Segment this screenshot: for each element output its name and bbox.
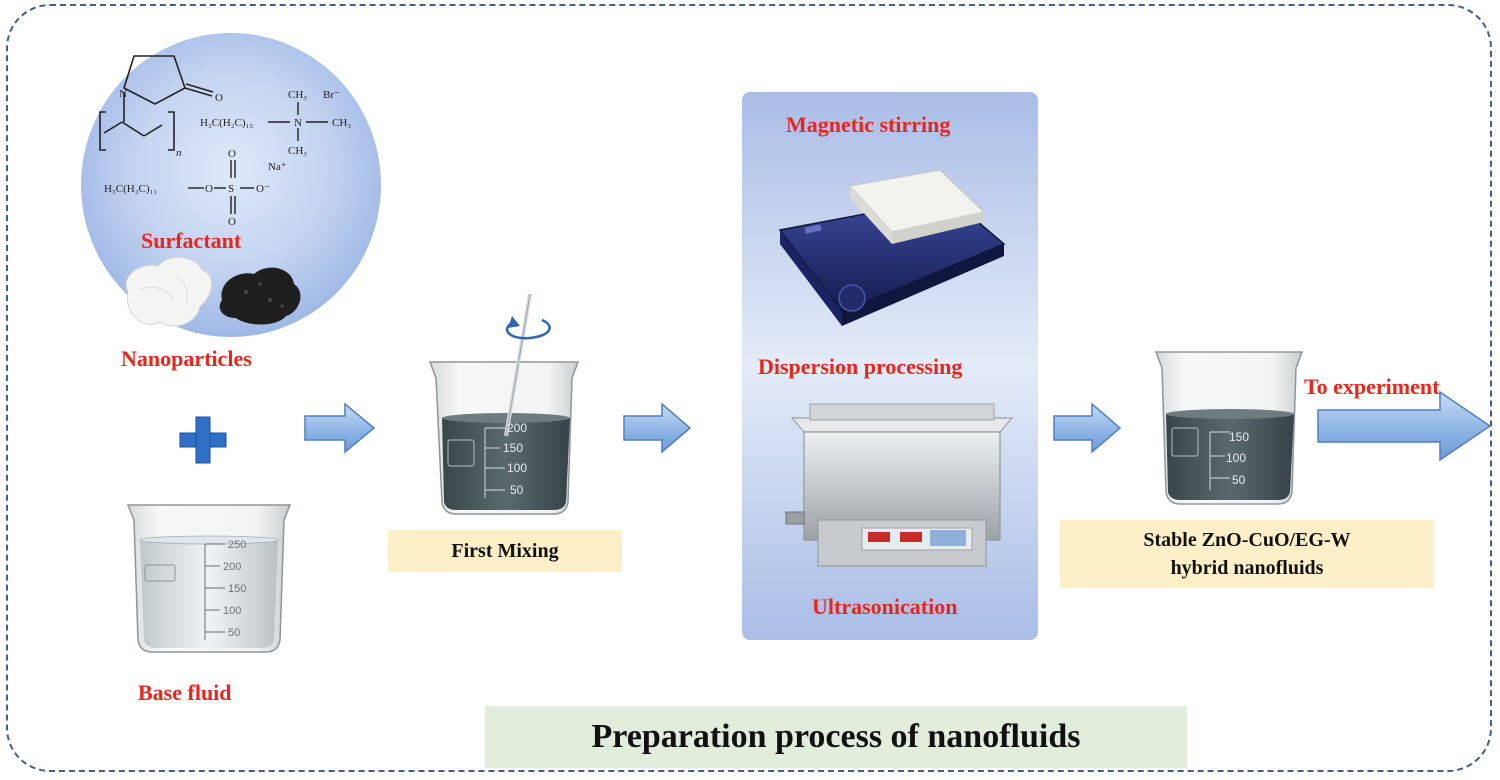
arrow-2 — [623, 402, 692, 454]
plus-icon — [179, 416, 227, 464]
rotation-icon — [505, 316, 551, 340]
base-mark-250: 250 — [228, 539, 246, 551]
first-mixing-label: First Mixing — [451, 539, 559, 562]
base-mark-150: 150 — [228, 583, 246, 595]
base-fluid-beaker — [126, 504, 292, 653]
stable-mark-150: 150 — [1229, 430, 1249, 444]
page-title: Preparation process of nanofluids — [591, 718, 1081, 755]
sds-o-bottom: O — [228, 216, 236, 228]
nanoparticles-label: Nanoparticles — [121, 346, 252, 371]
surfactant-label: Surfactant — [141, 228, 242, 253]
arrow-to-experiment — [1317, 390, 1492, 462]
black-powder — [219, 267, 301, 325]
sds-structure — [188, 160, 254, 214]
magnetic-stirring-label: Magnetic stirring — [786, 112, 951, 137]
ctab-ch3-right: CH₃ — [332, 117, 351, 129]
ctab-structure — [268, 102, 328, 141]
stable-nanofluid-box: Stable ZnO-CuO/EG-W hybrid nanofluids — [1060, 520, 1434, 588]
stable-mark-100: 100 — [1226, 451, 1246, 465]
mix-mark-200: 200 — [507, 421, 527, 435]
sds-o-minus: O⁻ — [256, 183, 270, 195]
sds-o-top: O — [228, 148, 236, 160]
ctab-formula: H₃C(H₂C)₁₅ — [200, 117, 253, 129]
ultrasonication-label: Ultrasonication — [812, 594, 958, 619]
pvp-o-label: O — [215, 92, 223, 104]
pvp-structure — [99, 55, 214, 151]
to-experiment-label: To experiment — [1304, 374, 1440, 399]
sds-s: S — [228, 183, 234, 195]
pvp-n-subscript: n — [176, 147, 182, 159]
base-fluid-label: Base fluid — [138, 680, 232, 705]
mix-mark-100: 100 — [507, 461, 527, 475]
dashed-frame — [6, 4, 1492, 772]
white-powder — [125, 256, 212, 327]
magnetic-stirrer-image — [778, 169, 1006, 326]
ultrasonic-bath-image — [785, 403, 1014, 567]
ctab-ch3-top: CH₃ — [288, 89, 307, 101]
sds-o1: O — [205, 183, 213, 195]
pvp-n-label: N — [119, 88, 127, 100]
title-box: Preparation process of nanofluids — [485, 706, 1187, 768]
mix-mark-50: 50 — [510, 483, 524, 497]
surfactant-circle — [81, 33, 381, 337]
dispersion-processing-label: Dispersion processing — [758, 354, 963, 379]
stable-mark-50: 50 — [1232, 473, 1246, 487]
first-mixing-beaker — [428, 293, 580, 515]
base-mark-50: 50 — [228, 627, 240, 639]
base-mark-200: 200 — [223, 561, 241, 573]
arrow-3 — [1053, 402, 1122, 454]
mix-mark-150: 150 — [503, 441, 523, 455]
ctab-bromide: Br⁻ — [323, 89, 340, 101]
sds-formula: H₃C(H₂C)₁₁ — [104, 183, 157, 195]
ctab-ch3-bottom: CH₃ — [288, 145, 307, 157]
stable-nanofluid-beaker — [1154, 351, 1304, 505]
stable-nanofluid-line1: Stable ZnO-CuO/EG-W — [1143, 529, 1351, 551]
arrow-1 — [304, 402, 376, 454]
base-mark-100: 100 — [223, 605, 241, 617]
first-mixing-box: First Mixing — [388, 530, 622, 572]
stable-nanofluid-line2: hybrid nanofluids — [1170, 557, 1324, 579]
sds-sodium: Na⁺ — [268, 161, 287, 173]
ctab-n: N — [294, 117, 302, 129]
